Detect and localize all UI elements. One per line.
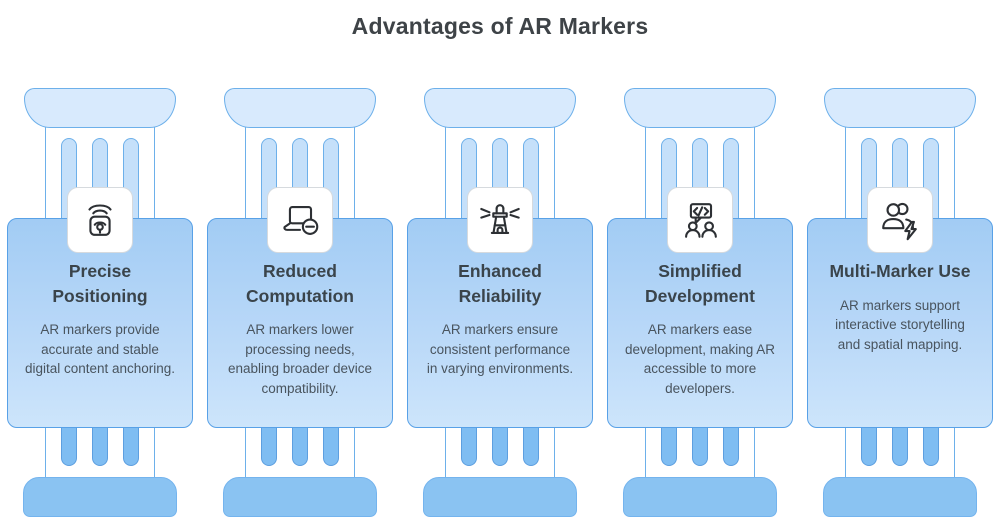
card-heading: Reduced Computation	[246, 261, 354, 306]
pillar-row: Precise Positioning AR markers provide a…	[0, 88, 1000, 527]
pillar-capital	[624, 88, 776, 128]
pillar-shaft-bottom	[845, 428, 955, 477]
multi-user-lightning-icon	[882, 202, 917, 241]
pillar-flute	[323, 428, 339, 466]
card-description: AR markers ensure consistent performance…	[426, 322, 574, 377]
pillar-base	[823, 477, 977, 517]
advantage-card: Reduced Computation AR markers lower pro…	[207, 218, 393, 428]
advantage-card: Multi-Marker Use AR markers support inte…	[807, 218, 993, 428]
beacon-signal-icon	[88, 204, 112, 236]
card-heading: Precise Positioning	[52, 261, 148, 306]
pillar-flute	[61, 428, 77, 466]
card-description: AR markers provide accurate and stable d…	[24, 322, 176, 377]
pillar-flute	[92, 428, 108, 466]
icon-box	[867, 187, 933, 253]
pillar-flute	[523, 428, 539, 466]
pillar-flute	[861, 428, 877, 466]
pillar-flute	[892, 428, 908, 466]
pillar-flute	[492, 428, 508, 466]
pillar-reduced-computation: Reduced Computation AR markers lower pro…	[200, 88, 400, 527]
pillar-flute	[261, 428, 277, 466]
pillar-shaft-bottom	[645, 428, 755, 477]
page-title: Advantages of AR Markers	[351, 13, 649, 39]
card-heading: Enhanced Reliability	[458, 261, 542, 306]
pillar-flute	[292, 428, 308, 466]
pillar-multi-marker-use: Multi-Marker Use AR markers support inte…	[800, 88, 1000, 527]
pillar-shaft-bottom	[245, 428, 355, 477]
pillar-shaft-bottom	[45, 428, 155, 477]
pillar-base	[623, 477, 777, 517]
pillar-enhanced-reliability: Enhanced Reliability AR markers ensure c…	[400, 88, 600, 527]
card-description: AR markers support interactive storytell…	[835, 297, 965, 352]
laptop-reduced-icon	[283, 206, 319, 235]
pillar-base	[423, 477, 577, 517]
pillar-flute	[692, 428, 708, 466]
pillar-flute	[123, 428, 139, 466]
pillar-flute	[723, 428, 739, 466]
card-description: AR markers lower processing needs, enabl…	[227, 322, 373, 396]
pillar-capital	[224, 88, 376, 128]
card-heading: Simplified Development	[645, 261, 755, 306]
pillar-capital	[24, 88, 176, 128]
pillar-shaft-bottom	[445, 428, 555, 477]
pillar-capital	[824, 88, 976, 128]
advantage-card: Simplified Development AR markers ease d…	[607, 218, 793, 428]
icon-box	[467, 187, 533, 253]
lighthouse-icon	[480, 204, 520, 234]
card-description: AR markers ease development, making AR a…	[624, 322, 776, 396]
icon-box	[67, 187, 133, 253]
pillar-base	[23, 477, 177, 517]
pillar-precise-positioning: Precise Positioning AR markers provide a…	[0, 88, 200, 527]
icon-box	[667, 187, 733, 253]
pillar-simplified-development: Simplified Development AR markers ease d…	[600, 88, 800, 527]
icon-box	[267, 187, 333, 253]
pillar-flute	[923, 428, 939, 466]
pillar-flute	[661, 428, 677, 466]
card-heading: Multi-Marker Use	[829, 261, 971, 281]
advantage-card: Enhanced Reliability AR markers ensure c…	[407, 218, 593, 428]
advantage-card: Precise Positioning AR markers provide a…	[7, 218, 193, 428]
pillar-base	[223, 477, 377, 517]
code-chat-developers-icon	[685, 203, 717, 238]
pillar-flute	[461, 428, 477, 466]
pillar-capital	[424, 88, 576, 128]
